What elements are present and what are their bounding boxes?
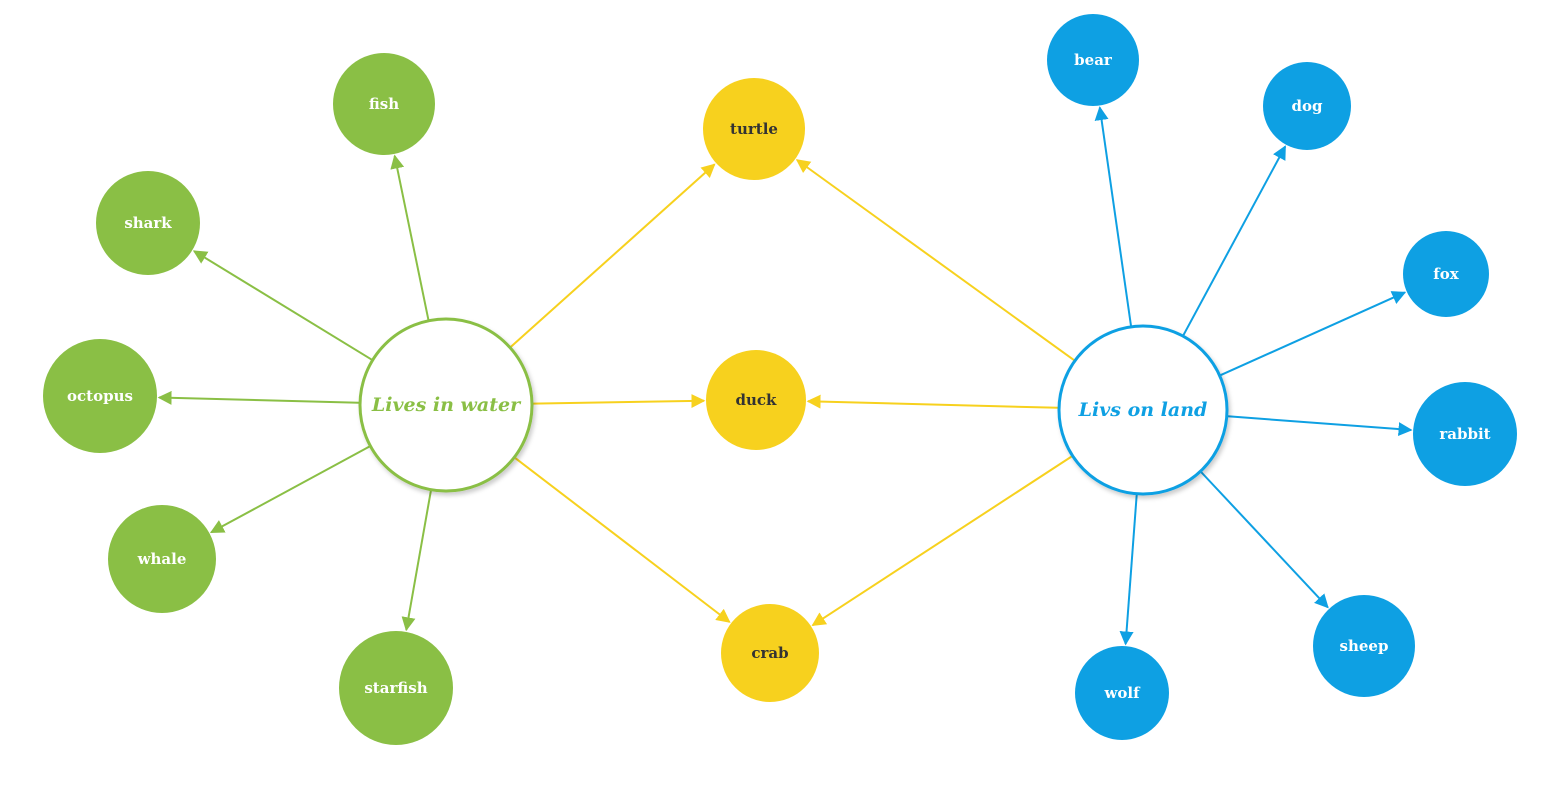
water-animal-whale-circle (108, 505, 216, 613)
both-animal-duck-circle (706, 350, 806, 450)
both-animal-crab-circle (721, 604, 819, 702)
land-animal-dog[interactable]: dog (1263, 62, 1351, 150)
edge-land-to-fox (1220, 291, 1407, 377)
edge-water-to-octopus (157, 390, 360, 405)
water-animal-starfish-label: starfish (364, 679, 427, 697)
edge-land-to-rabbit (1227, 415, 1413, 437)
water-animal-octopus-label: octopus (67, 387, 133, 405)
node-layer: fish shark octopus whale starfish turtle duck c… (43, 14, 1517, 745)
edge-land-to-bear (1094, 106, 1132, 327)
edge-land-to-turtle (795, 159, 1075, 362)
water-animal-whale[interactable]: whale (108, 505, 216, 613)
land-animal-sheep-label: sheep (1340, 637, 1389, 655)
edge-water-to-crab (514, 457, 731, 623)
land-animal-fox-label: fox (1433, 265, 1459, 283)
water-animal-shark-label: shark (124, 214, 172, 232)
hub-water-circle (358, 317, 534, 493)
land-animal-dog-label: dog (1292, 97, 1323, 115)
edge-water-to-whale (209, 445, 370, 534)
land-animal-bear-label: bear (1074, 51, 1113, 69)
land-animal-sheep-circle (1313, 595, 1415, 697)
edge-water-to-shark (192, 250, 373, 361)
edge-water-to-turtle (510, 163, 716, 348)
both-animal-duck[interactable]: duck (706, 350, 806, 450)
land-animal-wolf-label: wolf (1103, 684, 1141, 702)
both-animal-crab[interactable]: crab (721, 604, 819, 702)
land-animal-rabbit-label: rabbit (1439, 425, 1490, 443)
water-animal-octopus-circle (43, 339, 157, 453)
edge-land-to-wolf (1119, 494, 1138, 646)
edge-water-to-duck (532, 394, 706, 409)
both-animal-turtle-circle (703, 78, 805, 180)
water-animal-fish-label: fish (369, 95, 399, 113)
water-animal-starfish-circle (339, 631, 453, 745)
hub-land-circle (1057, 324, 1229, 496)
both-animal-turtle-label: turtle (730, 120, 778, 138)
land-animal-sheep[interactable]: sheep (1313, 595, 1415, 697)
land-animal-bear[interactable]: bear (1047, 14, 1139, 106)
land-animal-bear-circle (1047, 14, 1139, 106)
edge-land-to-duck (806, 394, 1059, 409)
land-animal-fox[interactable]: fox (1403, 231, 1489, 317)
edge-land-to-crab (811, 455, 1073, 627)
water-animal-starfish[interactable]: starfish (339, 631, 453, 745)
both-animal-turtle[interactable]: turtle (703, 78, 805, 180)
edge-land-to-dog (1182, 145, 1287, 336)
both-animal-crab-label: crab (751, 644, 788, 662)
land-animal-fox-circle (1403, 231, 1489, 317)
land-animal-rabbit[interactable]: rabbit (1413, 382, 1517, 486)
edge-water-to-starfish (401, 490, 432, 632)
water-animal-fish-circle (333, 53, 435, 155)
water-animal-shark-circle (96, 171, 200, 275)
hub-land-label: Livs on land (1078, 399, 1208, 421)
hub-land[interactable]: Livs on land (1057, 324, 1229, 496)
both-animal-duck-label: duck (736, 391, 778, 409)
edge-water-to-fish (390, 154, 430, 321)
connector-layer (157, 106, 1413, 646)
water-animal-shark[interactable]: shark (96, 171, 200, 275)
hub-water[interactable]: Lives in water (358, 317, 534, 493)
edge-land-to-sheep (1200, 471, 1329, 609)
water-animal-octopus[interactable]: octopus (43, 339, 157, 453)
water-animal-whale-label: whale (137, 550, 187, 568)
water-animal-fish[interactable]: fish (333, 53, 435, 155)
land-animal-wolf-circle (1075, 646, 1169, 740)
land-animal-rabbit-circle (1413, 382, 1517, 486)
land-animal-wolf[interactable]: wolf (1075, 646, 1169, 740)
hub-water-label: Lives in water (371, 394, 522, 416)
land-animal-dog-circle (1263, 62, 1351, 150)
